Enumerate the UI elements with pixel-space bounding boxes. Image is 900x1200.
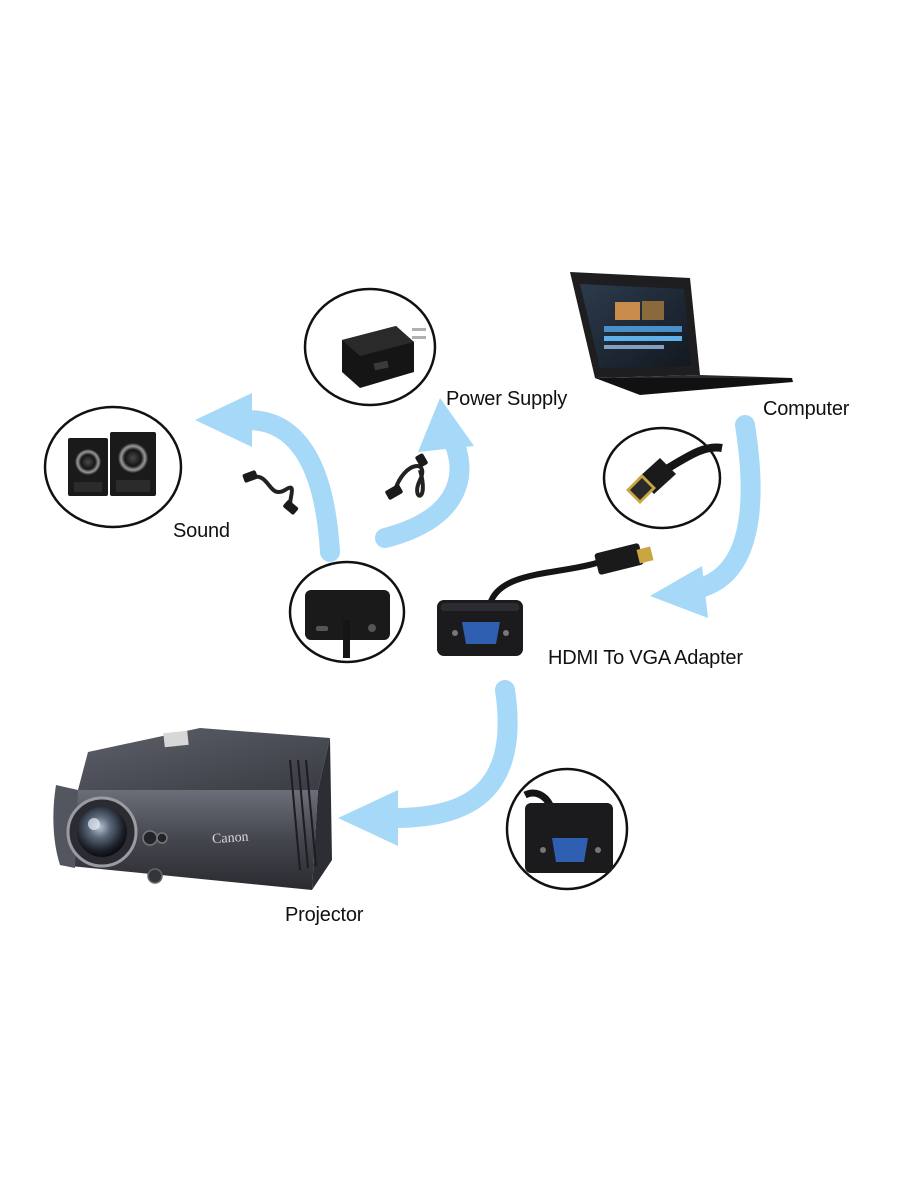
arrow-to-sound [195, 393, 340, 562]
projector-label: Projector [285, 904, 364, 926]
adapter-label: HDMI To VGA Adapter [548, 647, 743, 669]
power-supply-icon [303, 287, 437, 407]
arrow-from-computer [650, 415, 761, 618]
vga-port-detail-icon [505, 767, 629, 891]
audio-cable-icon [242, 470, 299, 515]
hdmi-connector-icon [602, 426, 723, 530]
speakers-icon [43, 405, 183, 529]
sound-label: Sound [173, 520, 230, 542]
adapter-side-detail-icon [288, 560, 406, 664]
arrow-to-power-supply [375, 398, 474, 548]
projector-icon: Canon [53, 728, 332, 890]
arrow-to-projector [338, 680, 518, 846]
projector-brand-logo: Canon [212, 830, 250, 848]
usb-cable-icon [385, 453, 428, 500]
laptop-icon [570, 272, 793, 395]
hdmi-vga-adapter-icon [437, 543, 654, 656]
power-supply-label: Power Supply [446, 388, 567, 410]
computer-label: Computer [763, 398, 850, 420]
